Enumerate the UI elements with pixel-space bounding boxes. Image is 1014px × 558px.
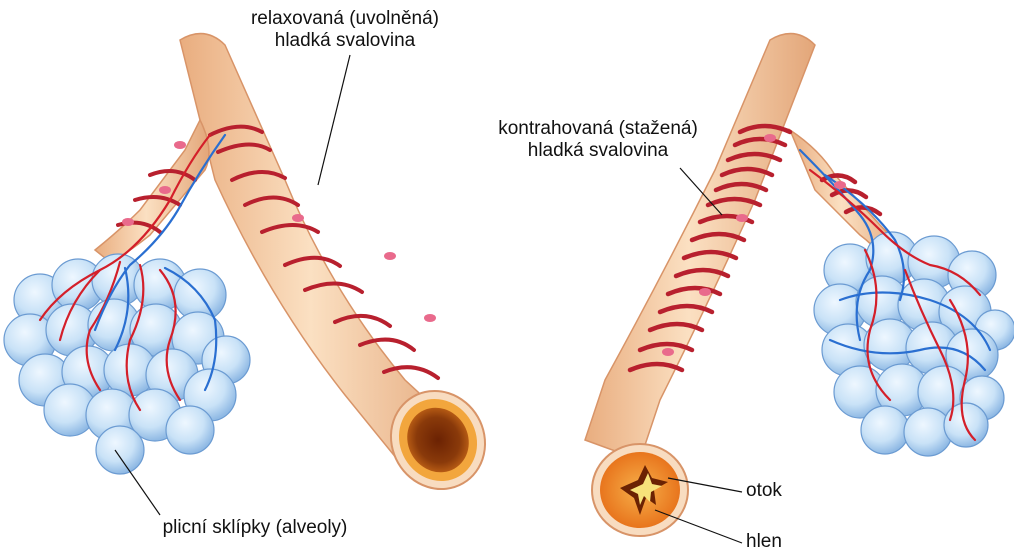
label-relaxed-smooth-muscle: relaxovaná (uvolněná) hladká svalovina bbox=[225, 8, 465, 52]
label-contracted-line2: hladká svalovina bbox=[478, 140, 718, 162]
label-mucus: hlen bbox=[746, 531, 782, 553]
constricted-airway-section bbox=[592, 444, 688, 536]
label-alveoli: plicní sklípky (alveoly) bbox=[125, 517, 385, 539]
label-relaxed-line2: hladká svalovina bbox=[225, 30, 465, 52]
right-alveoli-cluster bbox=[814, 232, 1014, 456]
right-bronchus bbox=[585, 34, 1014, 536]
left-bronchus bbox=[4, 34, 503, 507]
label-contracted-smooth-muscle: kontrahovaná (stažená) hladká svalovina bbox=[478, 118, 718, 162]
label-relaxed-line1: relaxovaná (uvolněná) bbox=[225, 8, 465, 30]
pointer-relaxed-muscle bbox=[318, 55, 350, 185]
label-contracted-line1: kontrahovaná (stažená) bbox=[478, 118, 718, 140]
label-swelling: otok bbox=[746, 480, 782, 502]
